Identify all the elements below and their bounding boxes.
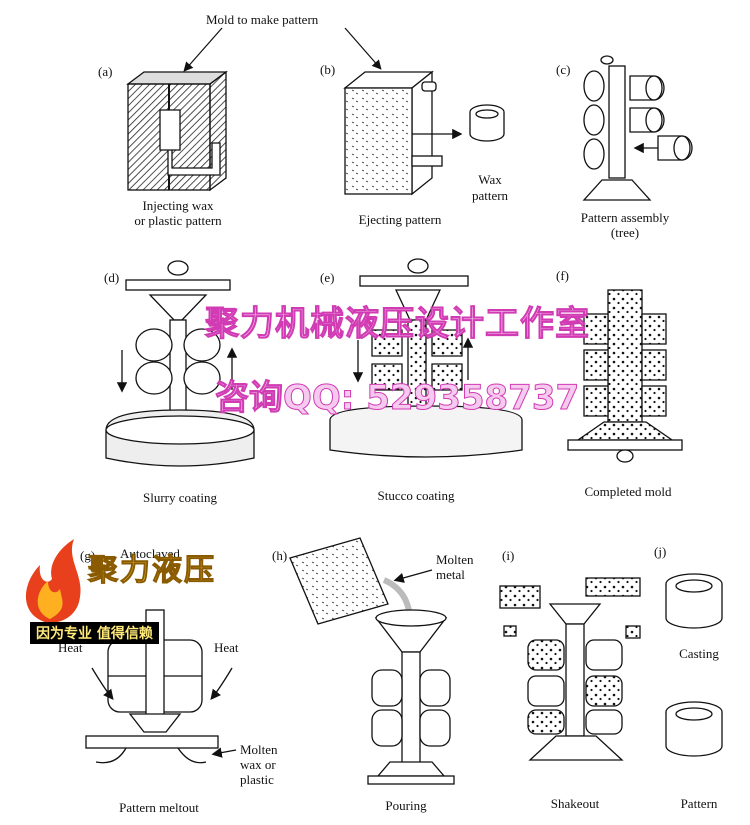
- molten-wax-line2: wax or: [240, 757, 276, 772]
- step-a-mold-drawing: [126, 70, 228, 192]
- molten-wax-line3: plastic: [240, 772, 274, 787]
- wax-label-line2: pattern: [471, 188, 509, 203]
- step-h-letter: (h): [272, 548, 288, 563]
- molten-wax-line1: Molten: [240, 742, 278, 757]
- molten-metal-line2: metal: [436, 567, 465, 582]
- step-b-caption: Ejecting pattern: [358, 212, 442, 227]
- step-f-mold-drawing: [567, 289, 683, 463]
- heat-label-right: Heat: [214, 640, 239, 655]
- casting-label: Casting: [679, 646, 719, 661]
- brand-logo: 聚力液压 因为专业 值得信赖: [18, 535, 268, 645]
- step-f-letter: (f): [556, 268, 569, 283]
- autoclaved-label: Autoclaved: [120, 546, 180, 561]
- mold-leader-lines: [183, 27, 382, 72]
- step-h-caption: Pouring: [385, 798, 427, 813]
- step-j-parts-drawing: [665, 573, 723, 757]
- step-j-letter: (j): [654, 544, 667, 559]
- step-a-caption-line2: or plastic pattern: [134, 213, 222, 228]
- watermark-qq-contact: 咨询QQ: 529358737: [214, 378, 580, 419]
- step-a-letter: (a): [98, 64, 113, 79]
- step-g-caption: Pattern meltout: [119, 800, 199, 815]
- step-c-caption-line2: (tree): [610, 225, 640, 240]
- step-h-pouring-drawing: [289, 537, 455, 785]
- step-j-caption: Pattern: [680, 796, 718, 811]
- step-b-letter: (b): [320, 62, 336, 77]
- wax-label-line1: Wax: [478, 172, 502, 187]
- step-i-caption: Shakeout: [550, 796, 600, 811]
- mold-title: Mold to make pattern: [206, 12, 319, 27]
- flame-icon: [25, 539, 81, 623]
- step-c-caption-line1: Pattern assembly: [580, 210, 670, 225]
- step-i-letter: (i): [502, 548, 515, 563]
- molten-metal-line1: Molten: [436, 552, 474, 567]
- step-c-letter: (c): [556, 62, 571, 77]
- step-d-caption: Slurry coating: [142, 490, 217, 505]
- step-g-meltout-drawing: [85, 609, 237, 764]
- logo-slogan: 因为专业 值得信赖: [30, 622, 159, 644]
- logo-title: 聚力液压: [88, 553, 216, 589]
- step-d-slurry-drawing: [105, 260, 255, 467]
- step-d-letter: (d): [104, 270, 120, 285]
- step-c-tree-drawing: [582, 55, 693, 201]
- step-e-letter: (e): [320, 270, 335, 285]
- step-e-caption: Stucco coating: [377, 488, 455, 503]
- step-e-stucco-drawing: [329, 258, 523, 458]
- step-g-letter: (g): [80, 548, 96, 563]
- step-f-caption: Completed mold: [584, 484, 672, 499]
- step-i-shakeout-drawing: [499, 577, 641, 761]
- step-b-ejection-drawing: [343, 70, 505, 196]
- watermark-studio-name: 聚力机械液压设计工作室: [205, 304, 590, 345]
- step-a-caption-line1: Injecting wax: [142, 198, 214, 213]
